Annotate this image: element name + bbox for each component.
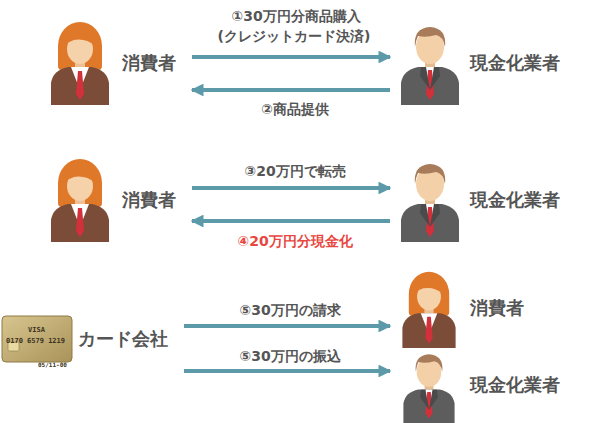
edge-label-box: ⑤30万円の請求 bbox=[195, 300, 385, 320]
step-label: ⑤30万円の振込 bbox=[237, 348, 342, 364]
actor-box: 現金化業者 bbox=[390, 155, 576, 245]
step-label: ①30万円分商品購入 (クレジットカード決済) bbox=[218, 8, 373, 44]
edge-label-box: ③20万円で転売 bbox=[200, 161, 390, 181]
step-label: ⑤30万円の請求 bbox=[237, 302, 342, 318]
actor-box: 消費者 bbox=[40, 155, 192, 245]
dealer-icon bbox=[403, 354, 454, 423]
edge-label-box: ⑤30万円の振込 bbox=[195, 346, 385, 366]
actor-name: 消費者 bbox=[470, 296, 524, 320]
step-label: ③20万円で転売 bbox=[242, 163, 347, 179]
edge-label-box: ①30万円分商品購入 (クレジットカード決済) bbox=[190, 6, 400, 45]
actor-name: 現金化業者 bbox=[470, 188, 560, 212]
edge-label-box: ②商品提供 bbox=[200, 99, 390, 119]
card-print: 0170 6579 1219 bbox=[6, 328, 65, 347]
credit-card bbox=[2, 316, 72, 362]
flow-arrow bbox=[192, 219, 390, 223]
card-text: VISA bbox=[28, 326, 45, 334]
actor-name: 現金化業者 bbox=[470, 373, 560, 397]
card-text: 0170 6579 1219 bbox=[6, 337, 65, 345]
consumer-icon bbox=[402, 272, 455, 348]
step-label: ②商品提供 bbox=[259, 101, 331, 117]
card-print: VISA bbox=[28, 317, 45, 336]
actor-box: 現金化業者 bbox=[390, 349, 576, 421]
card-print: 05/11-00 bbox=[38, 352, 67, 371]
flow-arrow bbox=[192, 186, 390, 190]
dealer-icon bbox=[401, 164, 459, 242]
actor-name: 現金化業者 bbox=[470, 51, 560, 75]
actor-name: 消費者 bbox=[122, 188, 176, 212]
consumer-icon bbox=[51, 22, 109, 105]
actor-name: カード会社 bbox=[78, 327, 168, 351]
flow-arrow bbox=[192, 55, 390, 59]
actor-box: 消費者 bbox=[390, 270, 540, 346]
step-label: ④20万円分現金化 bbox=[235, 233, 354, 249]
flow-arrow bbox=[184, 369, 390, 373]
flow-arrow bbox=[192, 88, 390, 92]
actor-box: 消費者 bbox=[40, 18, 192, 108]
flow-arrow bbox=[184, 324, 390, 328]
edge-label-box: ④20万円分現金化 bbox=[200, 231, 390, 251]
actor-name: 消費者 bbox=[122, 51, 176, 75]
actor-box: 現金化業者 bbox=[390, 18, 576, 108]
dealer-icon bbox=[401, 27, 459, 105]
consumer-icon bbox=[51, 159, 109, 242]
card-text: 05/11-00 bbox=[38, 361, 67, 368]
